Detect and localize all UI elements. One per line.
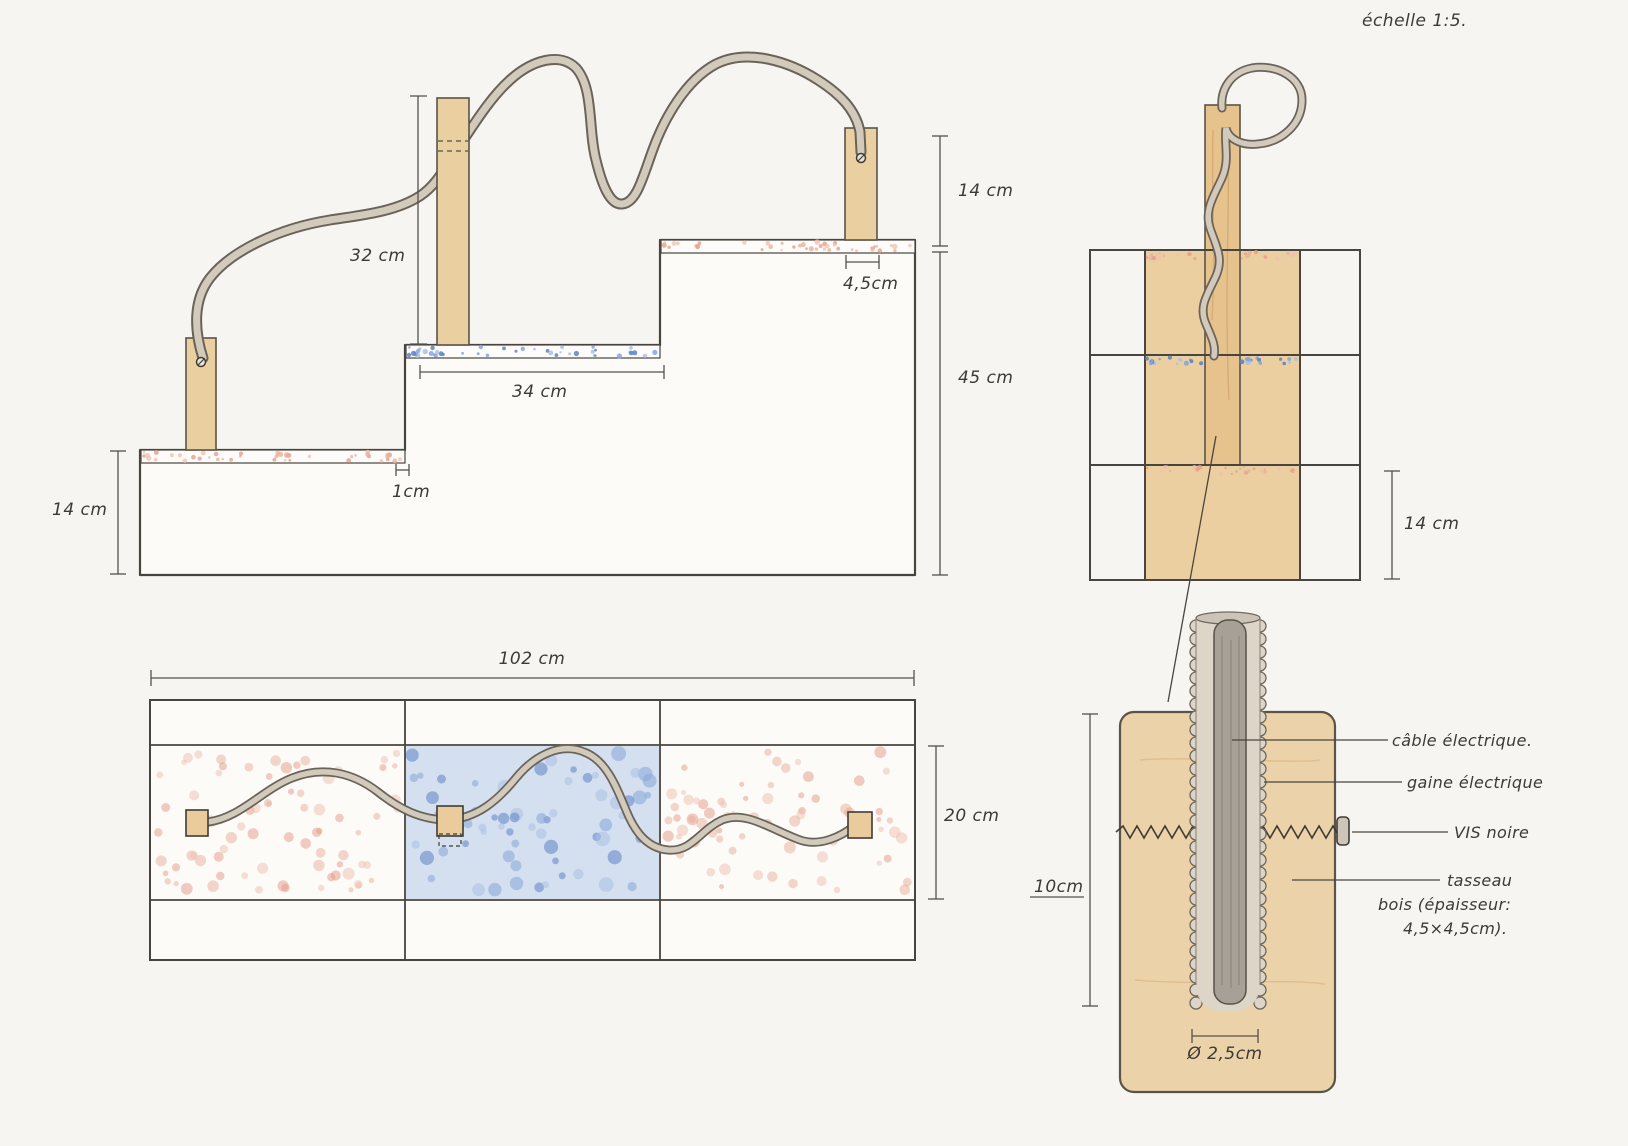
step1-terrazzo-strip — [140, 449, 406, 464]
detail-view: 10cm Ø 2,5cm câble électrique. gaine éle… — [1030, 611, 1543, 1094]
dim-first-step-height-label: 14 cm — [52, 500, 107, 520]
dim-edge-offset — [395, 464, 410, 476]
step3-speckles — [661, 239, 912, 253]
front-speckles-middle-blue — [1239, 356, 1298, 366]
plan-grid-lines — [150, 700, 915, 960]
electric-cable — [1213, 619, 1247, 1005]
front-grid — [1089, 249, 1361, 581]
cable-side — [191, 51, 867, 364]
dim-post-top-width — [845, 255, 880, 269]
detail-leader-line — [1167, 435, 1217, 703]
dim-block-height-label: 10cm — [1034, 877, 1084, 897]
label-batten-3: 4,5×4,5cm). — [1403, 919, 1507, 938]
screw-head — [1336, 816, 1350, 846]
connector-middle-hidden — [438, 833, 462, 847]
step1-speckles — [142, 449, 402, 464]
dim-upper-right — [932, 135, 948, 247]
dim-post-height-label: 32 cm — [350, 246, 405, 266]
cable-texture — [1221, 636, 1240, 988]
connector-right — [847, 811, 873, 839]
cable-front — [1198, 62, 1307, 361]
front-view: 14 cm — [1089, 62, 1459, 703]
dim-middle-step-label: 34 cm — [512, 382, 567, 402]
dim-post-top-width-label: 4,5cm — [843, 274, 898, 294]
dim-total-height-label: 45 cm — [958, 368, 1013, 388]
dim-depth — [928, 745, 944, 900]
front-speckles-middle-blue — [1145, 355, 1204, 366]
front-speckles-bottom — [1145, 464, 1298, 477]
dim-sheath-diameter — [1191, 1029, 1259, 1043]
hidden-cable-dashes — [438, 140, 468, 152]
cable-plan — [203, 744, 859, 855]
screw-left — [195, 356, 207, 368]
label-cable: câble électrique. — [1392, 731, 1532, 750]
screw-right — [855, 152, 867, 164]
step2-terrazzo-strip — [405, 344, 661, 359]
dim-front-bottom-row-label: 14 cm — [1404, 514, 1459, 534]
front-wood-cell — [1145, 465, 1300, 580]
front-wood-cell — [1145, 250, 1205, 355]
dim-total-length — [150, 670, 915, 686]
connector-middle — [436, 805, 464, 837]
dim-middle-step — [419, 365, 665, 379]
dim-block-height — [1030, 713, 1098, 1007]
dim-edge-offset-label: 1cm — [392, 482, 430, 502]
dim-front-bottom-row — [1384, 470, 1400, 580]
dim-post-height — [410, 95, 427, 345]
dim-upper-right-label: 14 cm — [958, 181, 1013, 201]
front-wood-cell — [1240, 355, 1300, 465]
step2-speckles — [406, 344, 658, 359]
side-view: 32 cm 14 cm 4,5cm 45 cm 34 cm — [52, 51, 1013, 577]
label-sheath: gaine électrique — [1407, 773, 1543, 792]
front-wood-cell — [1240, 250, 1300, 355]
wood-post-middle — [436, 97, 470, 346]
front-speckles-top — [1145, 251, 1197, 261]
front-wood-cell — [1145, 355, 1205, 465]
dim-total-height — [932, 251, 948, 576]
dim-first-step-height — [110, 450, 126, 575]
connector-left — [185, 809, 209, 837]
scale-note: échelle 1:5. — [1362, 11, 1467, 31]
wood-grain — [1211, 129, 1230, 401]
plan-view: 102 cm 20 cm — [149, 649, 999, 961]
front-speckles-top — [1241, 250, 1298, 261]
dim-total-length-label: 102 cm — [499, 649, 566, 669]
label-screw: VIS noire — [1454, 823, 1529, 842]
label-batten-2: bois (épaisseur: — [1378, 895, 1511, 914]
dim-sheath-diameter-label: Ø 2,5cm — [1186, 1044, 1262, 1064]
label-batten-1: tasseau — [1447, 871, 1512, 890]
dim-depth-label: 20 cm — [944, 806, 999, 826]
